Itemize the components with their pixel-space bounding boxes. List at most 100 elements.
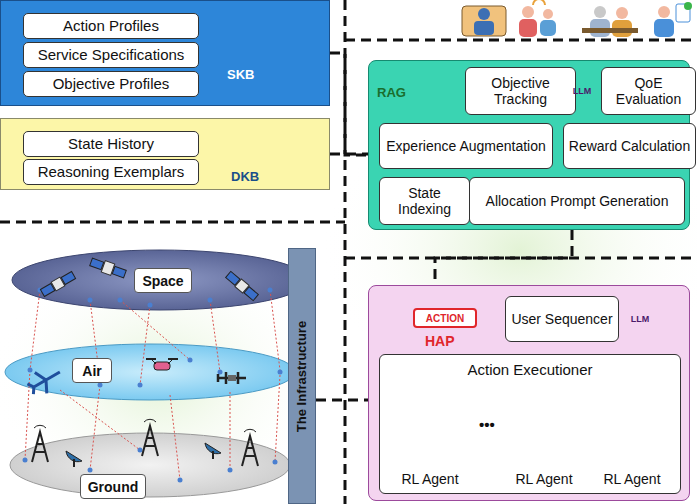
node-text: DKB bbox=[231, 169, 259, 184]
rl-agent: RL Agent bbox=[504, 389, 584, 489]
rect-shape bbox=[90, 258, 104, 270]
rect-shape bbox=[61, 272, 75, 285]
history-box: State History bbox=[23, 131, 199, 157]
g-shape bbox=[225, 271, 259, 302]
g-shape bbox=[24, 362, 65, 400]
inter-layer-links bbox=[25, 290, 280, 480]
node-text: Air bbox=[82, 363, 101, 379]
users-icons bbox=[462, 0, 692, 37]
line-shape bbox=[151, 359, 156, 364]
node-text: Objective Profiles bbox=[53, 76, 170, 93]
node-text: HAP bbox=[425, 333, 455, 349]
circle-shape bbox=[23, 458, 28, 463]
path-shape bbox=[242, 436, 258, 466]
line-shape bbox=[30, 290, 40, 370]
profile-box: Action Profiles bbox=[23, 13, 199, 39]
node-text: Objective Tracking bbox=[466, 75, 575, 107]
rect-shape bbox=[519, 19, 537, 37]
node-text: ACTION bbox=[426, 313, 464, 324]
dashed-connector bbox=[435, 230, 572, 285]
ellipse-shape bbox=[10, 433, 290, 497]
rect-shape bbox=[540, 20, 556, 36]
rect-shape bbox=[154, 362, 170, 370]
rect-shape bbox=[474, 21, 494, 35]
line-shape bbox=[210, 300, 220, 372]
line-shape bbox=[212, 451, 214, 459]
function-box: Objective Tracking bbox=[465, 67, 576, 115]
node-text: QoE Evaluation bbox=[602, 75, 695, 107]
knowledge-base: SKB Action ProfilesService Specifications… bbox=[0, 0, 330, 106]
history-box: Reasoning Exemplars bbox=[23, 159, 199, 185]
node-text: RL Agent bbox=[401, 471, 458, 487]
dashed-connector bbox=[330, 53, 368, 155]
node-text: RL Agent bbox=[515, 471, 572, 487]
profile-box: Objective Profiles bbox=[23, 71, 199, 97]
sequencer-box: User Sequencer bbox=[505, 296, 619, 342]
network-dots bbox=[23, 288, 283, 483]
circle-shape bbox=[88, 468, 93, 473]
circle-shape bbox=[118, 298, 123, 303]
line-shape bbox=[275, 375, 280, 462]
g-shape bbox=[218, 372, 246, 384]
network-layers bbox=[5, 250, 308, 497]
rl-agent: RL Agent bbox=[592, 389, 672, 489]
path-shape bbox=[533, 0, 545, 5]
line-shape bbox=[90, 385, 100, 470]
node-text: Reasoning Exemplars bbox=[38, 164, 185, 181]
node-text: Allocation Prompt Generation bbox=[486, 193, 669, 209]
line-shape bbox=[168, 359, 173, 364]
line-shape bbox=[60, 390, 140, 450]
circle-shape bbox=[178, 478, 183, 483]
function-box: Reward Calculation bbox=[563, 123, 696, 169]
node-text: Experience Augmentation bbox=[386, 138, 546, 154]
g-shape bbox=[205, 443, 221, 459]
circle-shape bbox=[658, 6, 670, 18]
layer-label: Air bbox=[72, 358, 112, 383]
infrastructure-band: The Infrastructure bbox=[288, 248, 316, 504]
circle-shape bbox=[268, 288, 273, 293]
action-button: ACTION bbox=[413, 308, 477, 328]
node-text: Action Profiles bbox=[63, 18, 159, 35]
circle-shape bbox=[522, 6, 534, 18]
rl-agent: RL Agent bbox=[390, 389, 470, 489]
path-shape bbox=[32, 432, 48, 462]
ellipse-shape bbox=[5, 344, 295, 400]
function-box: Experience Augmentation bbox=[379, 123, 553, 169]
node-text: Reward Calculation bbox=[569, 138, 690, 154]
g-shape bbox=[146, 359, 178, 370]
rect-shape bbox=[462, 6, 506, 36]
circle-shape bbox=[543, 9, 553, 19]
node-text: SKB bbox=[227, 67, 254, 82]
rect-shape bbox=[582, 28, 638, 33]
line-shape bbox=[345, 257, 697, 260]
g-shape bbox=[66, 451, 82, 467]
circle-shape bbox=[188, 358, 193, 363]
rect-shape bbox=[244, 287, 258, 301]
circle-shape bbox=[98, 383, 103, 388]
layer-label: Space bbox=[134, 268, 192, 293]
circle-shape bbox=[594, 6, 606, 18]
path-shape bbox=[244, 429, 256, 432]
llm-tag: LLM bbox=[568, 86, 596, 96]
node-text: RAG bbox=[377, 85, 406, 100]
layer-label: Ground bbox=[80, 474, 146, 499]
dashed-connector bbox=[316, 399, 368, 402]
rect-shape bbox=[40, 284, 54, 297]
circle-shape bbox=[278, 370, 283, 375]
ground-stations bbox=[32, 419, 258, 467]
line-shape bbox=[0, 221, 345, 224]
dashed-connector bbox=[330, 153, 368, 156]
circle-shape bbox=[138, 448, 143, 453]
circle-shape bbox=[88, 298, 93, 303]
line-shape bbox=[230, 392, 231, 470]
node-text: The Infrastructure bbox=[295, 320, 310, 431]
profile-box: Service Specifications bbox=[23, 42, 199, 68]
path-shape bbox=[142, 426, 158, 456]
node-text: Ground bbox=[88, 479, 139, 495]
line-shape bbox=[120, 300, 190, 360]
circle-shape bbox=[273, 460, 278, 465]
path-shape bbox=[34, 425, 46, 428]
g-shape bbox=[89, 256, 127, 280]
